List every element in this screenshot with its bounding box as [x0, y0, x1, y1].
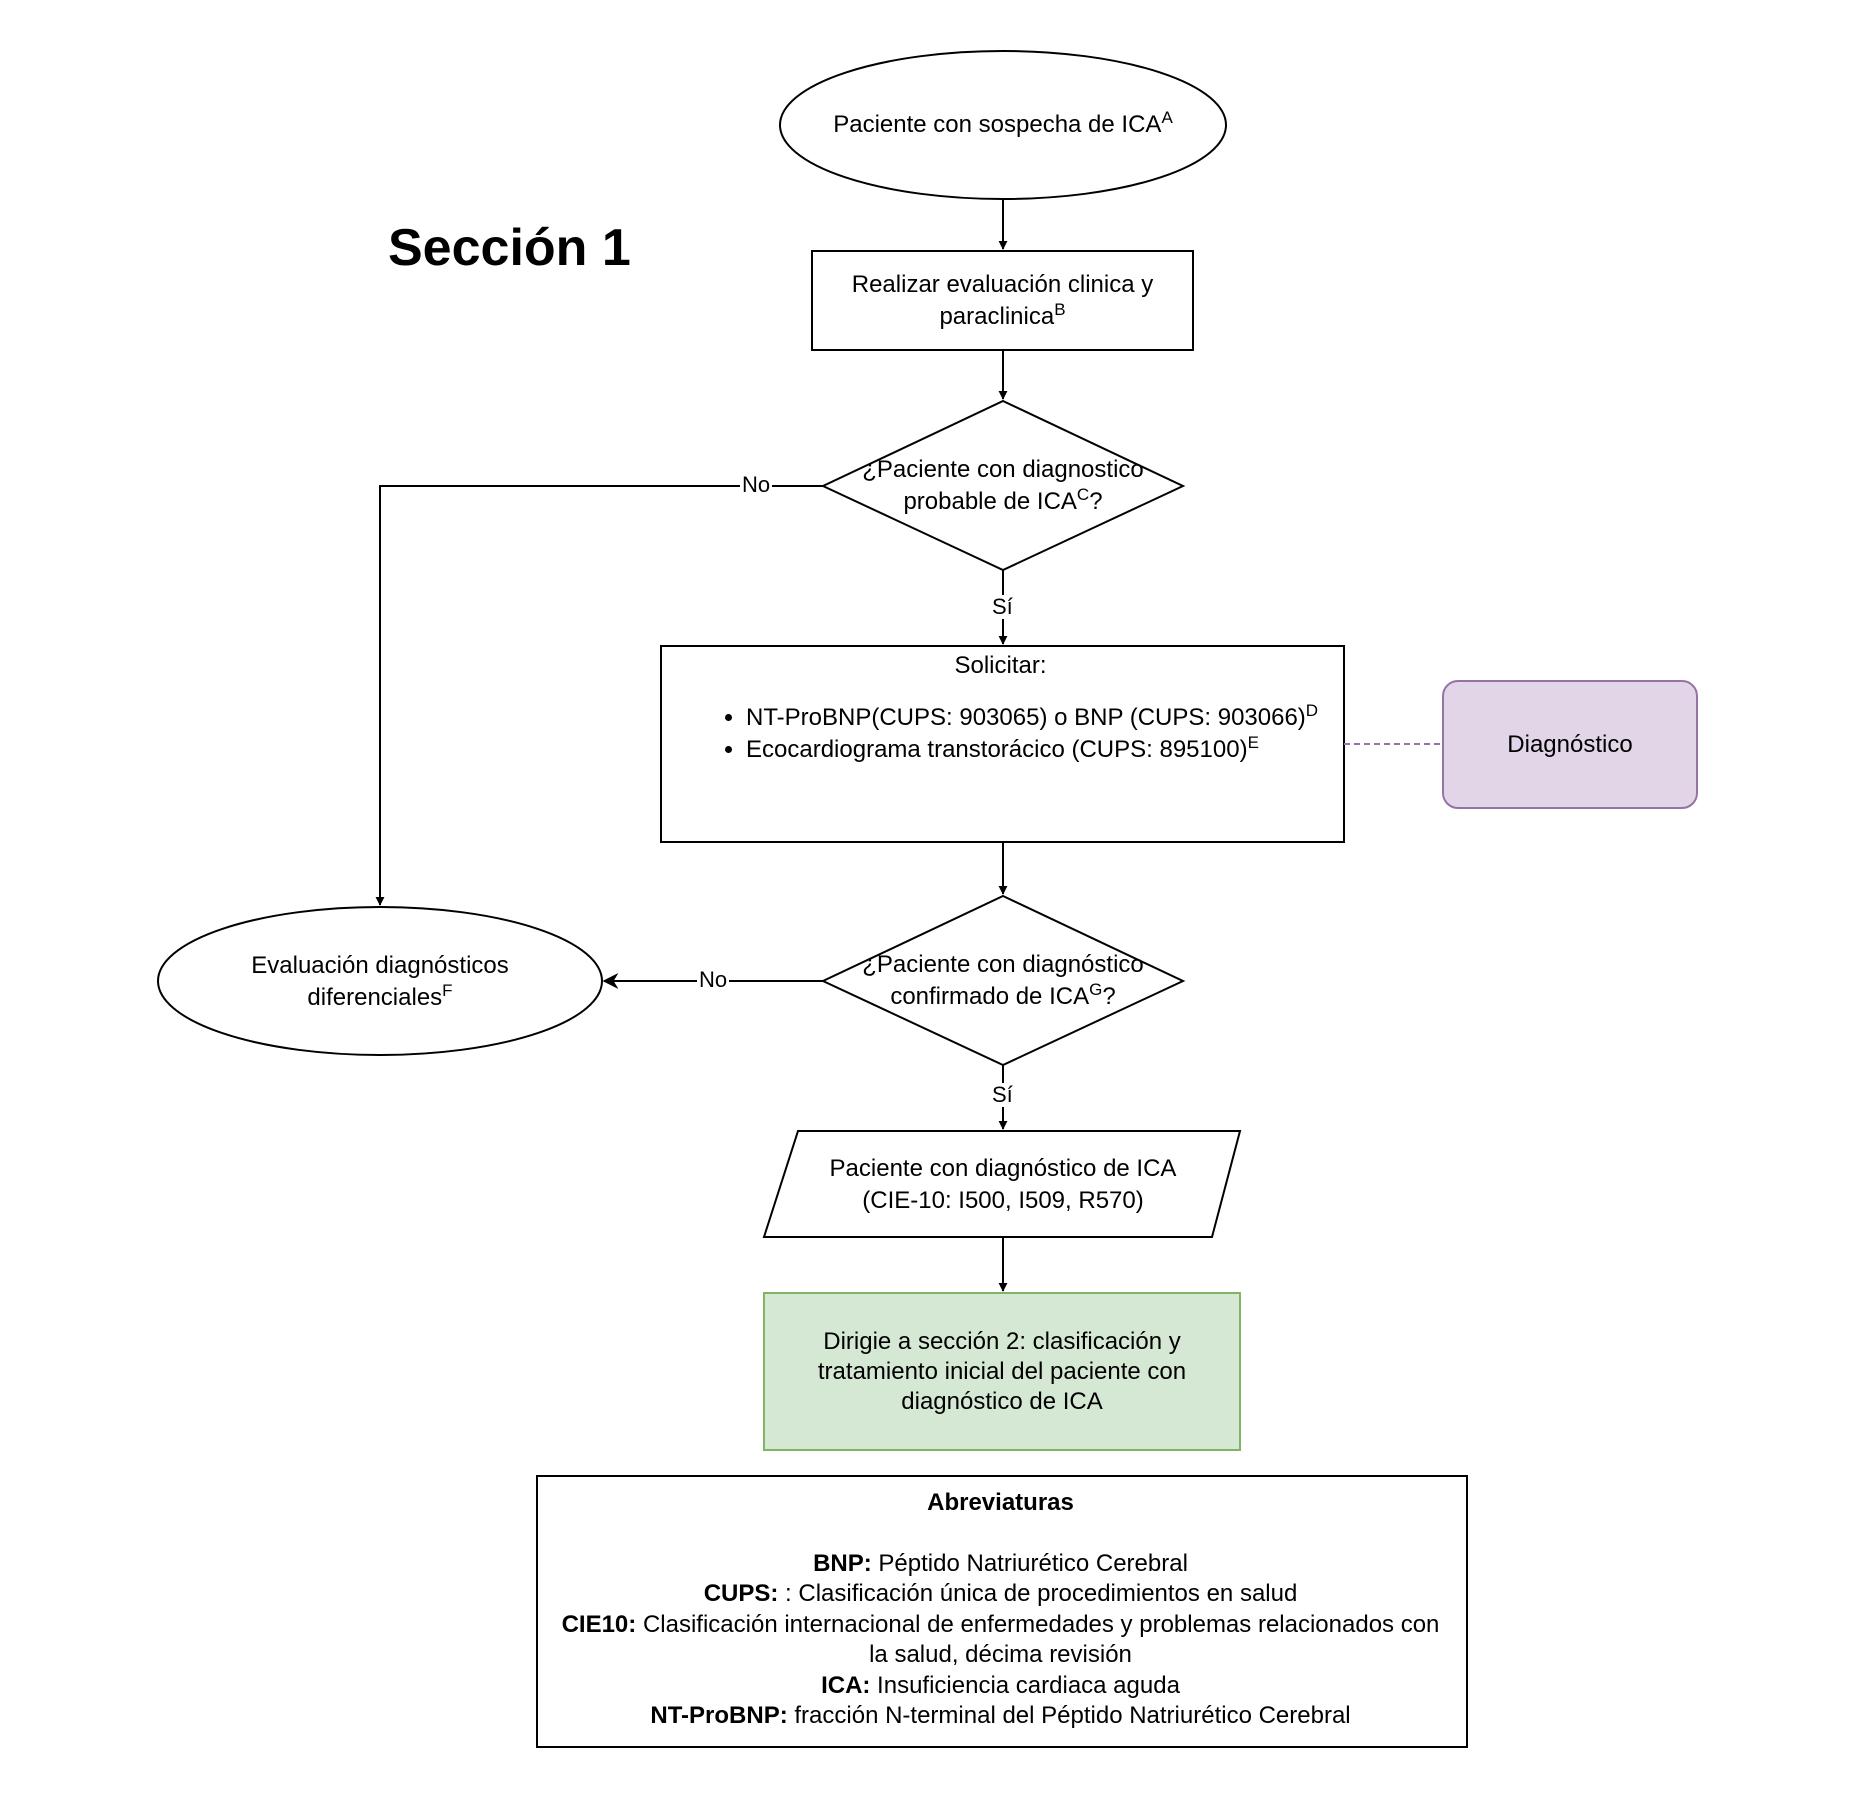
decision2-sup: G [1089, 980, 1103, 999]
abbr-ica: ICA: Insuficiencia cardiaca aguda [821, 1671, 1180, 1699]
start-node: Paciente con sospecha de ICAA [790, 95, 1216, 155]
differential-line2: diferenciales [307, 984, 443, 1011]
decision1-line1: ¿Paciente con diagnostico [862, 456, 1144, 483]
confirmed-line1: Paciente con diagnóstico de ICA [829, 1155, 1177, 1182]
next-section-shape [763, 1292, 1241, 1451]
evaluate-node-shape [811, 250, 1194, 351]
differential-node-shape [157, 906, 603, 1056]
next-section-line2: tratamiento inicial del paciente con [817, 1358, 1187, 1385]
confirmed-line2: (CIE-10: I500, I509, R570) [862, 1187, 1144, 1214]
request-node-shape [660, 645, 1345, 843]
edge-label-si-1: Sí [990, 594, 1015, 619]
request-node: Solicitar: NT-ProBNP(CUPS: 903065) o BNP… [660, 647, 1341, 842]
request-item2-sup: E [1247, 733, 1259, 752]
request-head: Solicitar: [954, 652, 1047, 679]
evaluate-node-line1: Realizar evaluación clinica y [851, 271, 1154, 298]
diagnostico-tag: Diagnóstico [1507, 730, 1633, 758]
edge-label-si-2: Sí [990, 1082, 1015, 1107]
request-item-biomarker: NT-ProBNP(CUPS: 903065) o BNP (CUPS: 903… [746, 702, 1341, 734]
evaluate-node: Realizar evaluación clinica y paraclinic… [812, 266, 1193, 336]
abbr-ntprobnp: NT-ProBNP: fracción N-terminal del Pépti… [650, 1702, 1351, 1729]
start-node-sup: A [1161, 108, 1173, 127]
abbr-bnp: BNP: Péptido Natriurético Cerebral [813, 1549, 1188, 1577]
confirmed-node: Paciente con diagnóstico de ICA (CIE-10:… [780, 1150, 1226, 1220]
decision2-tail: ? [1102, 983, 1116, 1010]
differential-line1: Evaluación diagnósticos [251, 952, 509, 979]
next-section-line1: Dirigie a sección 2: clasificación y [823, 1328, 1181, 1355]
request-item1-sup: D [1305, 701, 1319, 720]
edge-label-no-1: No [740, 472, 773, 497]
decision2-line2: confirmado de ICA [890, 983, 1090, 1010]
start-node-text: Paciente con sospecha de ICA [833, 111, 1162, 138]
decision1-tail: ? [1089, 488, 1103, 515]
section-title: Sección 1 [388, 219, 631, 277]
edge-decision1-differential [375, 485, 823, 906]
diagnostico-tag-shape [1442, 680, 1698, 809]
request-item-echo: Ecocardiograma transtorácico (CUPS: 8951… [746, 734, 1341, 766]
abbr-cups: CUPS: : Clasificación única de procedimi… [703, 1580, 1298, 1607]
decision1-sup: C [1076, 485, 1090, 504]
decision2-line1: ¿Paciente con diagnóstico [862, 951, 1144, 978]
request-list: NT-ProBNP(CUPS: 903065) o BNP (CUPS: 903… [660, 702, 1341, 766]
abbreviations-box: Abreviaturas BNP: Péptido Natriurético C… [537, 1475, 1464, 1745]
decision2-node: ¿Paciente con diagnóstico confirmado de … [823, 945, 1183, 1017]
confirmed-node-shape [762, 1130, 1242, 1238]
decision1-node: ¿Paciente con diagnostico probable de IC… [823, 450, 1183, 522]
edge-label-no-2: No [697, 967, 730, 992]
differential-node: Evaluación diagnósticos diferencialesF [170, 946, 590, 1018]
next-section-node: Dirigie a sección 2: clasificación y tra… [764, 1324, 1240, 1420]
differential-sup: F [442, 981, 453, 1000]
abbreviations-title: Abreviaturas [927, 1489, 1074, 1516]
abbr-cie10: CIE10: Clasificación internacional de en… [561, 1610, 1440, 1669]
abbreviations-box-shape [536, 1475, 1468, 1748]
evaluate-node-sup: B [1054, 300, 1066, 319]
next-section-line3: diagnóstico de ICA [901, 1388, 1103, 1415]
decision1-line2: probable de ICA [903, 488, 1077, 515]
evaluate-node-line2: paraclinica [939, 303, 1055, 330]
